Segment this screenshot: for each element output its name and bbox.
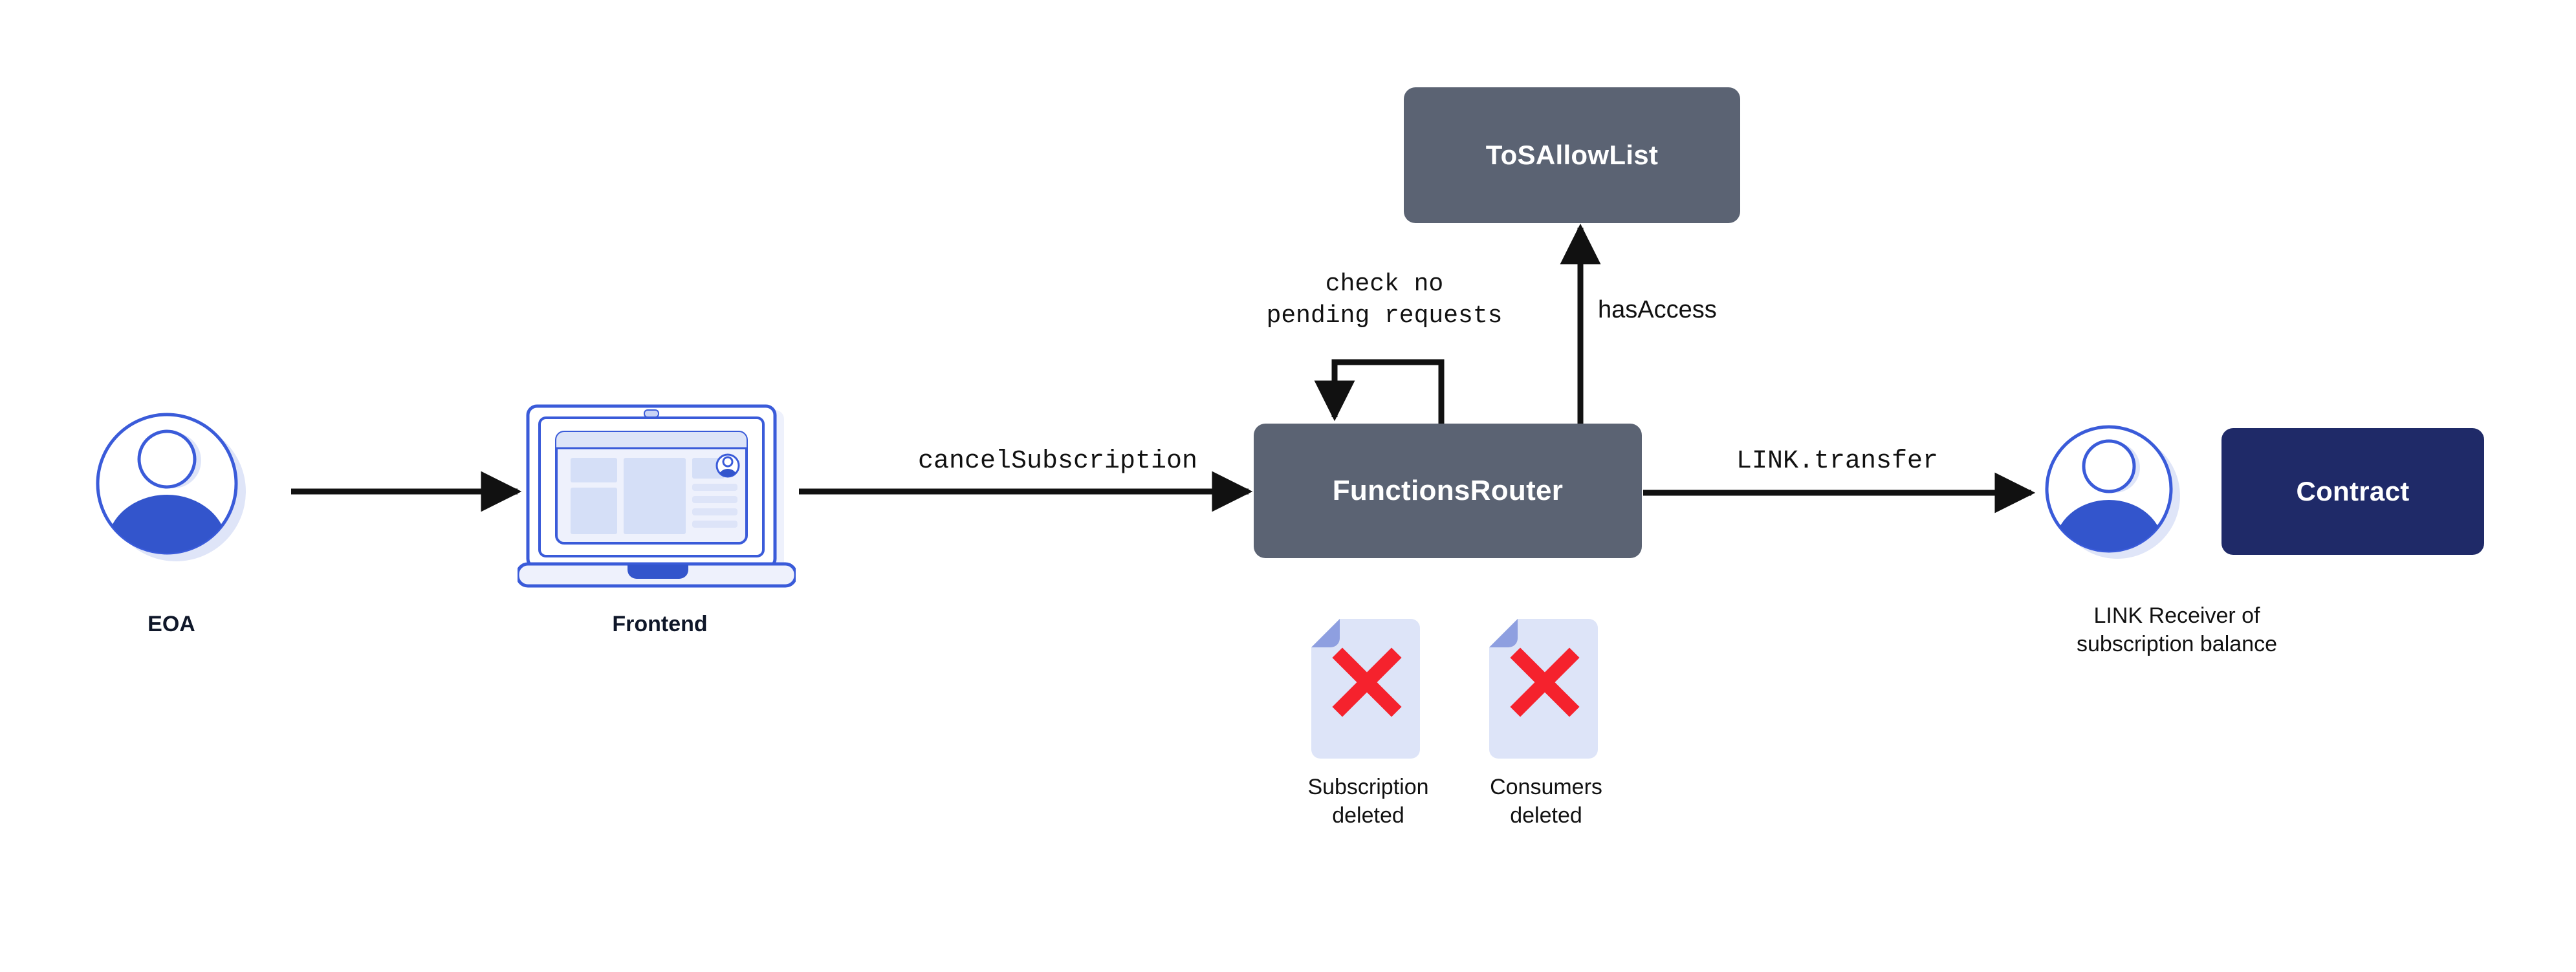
- edge-label-cancel-subscription: cancelSubscription: [917, 447, 1198, 476]
- user-avatar-icon: [2045, 425, 2180, 559]
- contract-box[interactable]: Contract: [2221, 428, 2484, 555]
- subscription-deleted-label: Subscription deleted: [1307, 775, 1429, 828]
- frontend-label: Frontend: [612, 612, 708, 636]
- tos-allow-list-box[interactable]: ToSAllowList: [1404, 87, 1740, 223]
- document-x-icon: [1311, 619, 1420, 759]
- edge-label-link-transfer: LINK.transfer: [1736, 447, 1939, 476]
- edge-router-self-loop: [1314, 359, 1445, 427]
- eoa-label: EOA: [147, 612, 195, 636]
- edge-label-has-access: hasAccess: [1598, 296, 1717, 323]
- document-x-icon: [1489, 619, 1598, 759]
- consumers-deleted-label: Consumers deleted: [1490, 775, 1602, 828]
- user-avatar-icon: [96, 413, 246, 561]
- functions-router-box[interactable]: FunctionsRouter: [1254, 424, 1642, 558]
- link-receiver-label: LINK Receiver of subscription balance: [2077, 603, 2277, 657]
- laptop-browser-icon: [518, 404, 796, 588]
- edge-label-check-no-pending-requests: check no pending requests: [1266, 270, 1503, 330]
